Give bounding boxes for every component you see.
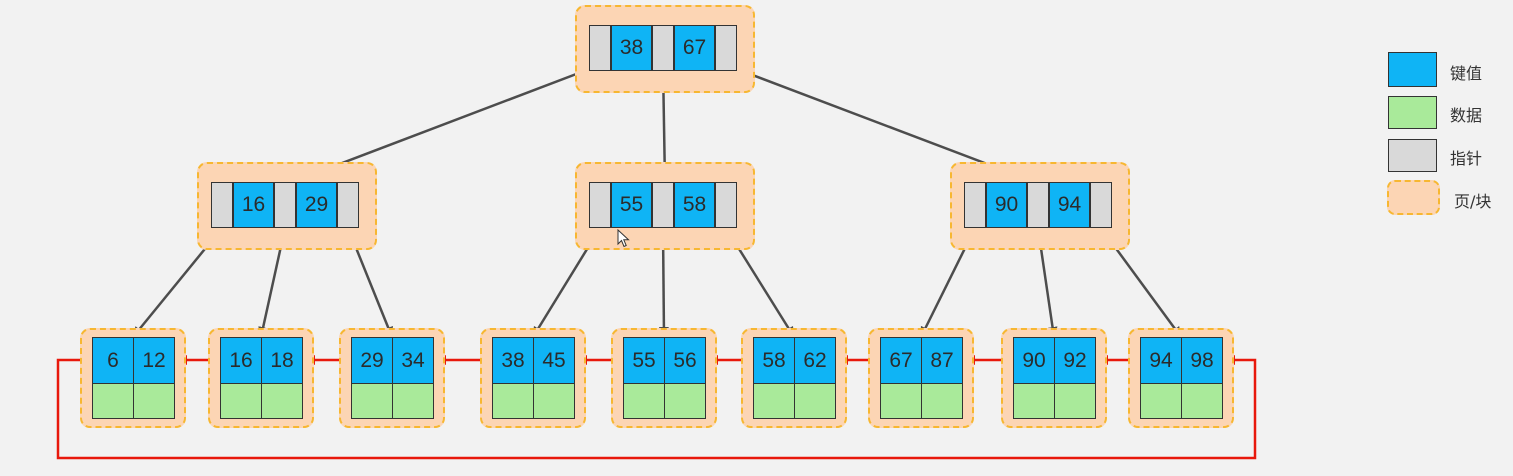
leaf-node-2-key: 16 <box>220 337 262 384</box>
leaf-node-2-data <box>220 383 262 419</box>
leaf-node-6-key: 58 <box>753 337 795 384</box>
root-node-pointer <box>715 25 737 71</box>
internal-node-2-key: 58 <box>674 182 715 228</box>
leaf-node-5-data <box>664 383 706 419</box>
leaf-node-8-key: 90 <box>1013 337 1055 384</box>
internal-node-3-pointer <box>1090 182 1112 228</box>
leaf-node-7-data <box>921 383 963 419</box>
leaf-node-1-data <box>92 383 134 419</box>
leaf-node-1-key: 12 <box>133 337 175 384</box>
internal-node-2-pointer <box>589 182 611 228</box>
legend-data-swatch <box>1388 96 1437 129</box>
leaf-node-5-data <box>623 383 665 419</box>
internal-node-3-pointer <box>964 182 986 228</box>
leaf-wraparound-link <box>56 355 1257 460</box>
leaf-node-9-key: 94 <box>1140 337 1182 384</box>
root-node-key: 38 <box>611 25 652 71</box>
legend-key-swatch <box>1388 52 1437 87</box>
internal-node-1-key: 29 <box>296 182 337 228</box>
leaf-node-3-key: 29 <box>351 337 393 384</box>
internal-node-3-key: 90 <box>986 182 1027 228</box>
leaf-node-8-data <box>1054 383 1096 419</box>
mouse-cursor-icon <box>617 229 630 248</box>
legend-page-label: 页/块 <box>1454 192 1492 211</box>
leaf-node-3-key: 34 <box>392 337 434 384</box>
leaf-node-2-key: 18 <box>261 337 303 384</box>
leaf-node-5-key: 55 <box>623 337 665 384</box>
leaf-node-4-key: 38 <box>492 337 534 384</box>
internal-node-3-key: 94 <box>1049 182 1090 228</box>
leaf-node-4-data <box>533 383 575 419</box>
root-node-pointer <box>652 25 674 71</box>
legend-pointer-label: 指针 <box>1450 149 1483 168</box>
leaf-node-1-data <box>133 383 175 419</box>
leaf-node-5-key: 56 <box>664 337 706 384</box>
leaf-node-3-data <box>392 383 434 419</box>
leaf-node-7-key: 87 <box>921 337 963 384</box>
legend-data-label: 数据 <box>1450 106 1483 125</box>
leaf-node-8-data <box>1013 383 1055 419</box>
leaf-node-2-data <box>261 383 303 419</box>
internal-node-2-key: 55 <box>611 182 652 228</box>
legend-page-swatch <box>1387 180 1440 215</box>
leaf-node-6-data <box>753 383 795 419</box>
leaf-node-7-key: 67 <box>880 337 922 384</box>
leaf-node-9-data <box>1181 383 1223 419</box>
legend-key-label: 键值 <box>1450 64 1483 83</box>
internal-node-1-pointer <box>211 182 233 228</box>
leaf-node-6-data <box>794 383 836 419</box>
leaf-node-9-data <box>1140 383 1182 419</box>
leaf-node-6-key: 62 <box>794 337 836 384</box>
internal-node-3-pointer <box>1027 182 1049 228</box>
leaf-node-9-key: 98 <box>1181 337 1223 384</box>
internal-node-1-pointer <box>274 182 296 228</box>
leaf-node-8-key: 92 <box>1054 337 1096 384</box>
legend-pointer-swatch <box>1388 139 1437 172</box>
leaf-node-3-data <box>351 383 393 419</box>
root-node-key: 67 <box>674 25 715 71</box>
internal-node-2-pointer <box>715 182 737 228</box>
leaf-node-1-key: 6 <box>92 337 134 384</box>
internal-node-2-pointer <box>652 182 674 228</box>
internal-node-1-key: 16 <box>233 182 274 228</box>
leaf-node-4-key: 45 <box>533 337 575 384</box>
internal-node-1-pointer <box>337 182 359 228</box>
leaf-node-7-data <box>880 383 922 419</box>
root-node-pointer <box>589 25 611 71</box>
leaf-node-4-data <box>492 383 534 419</box>
